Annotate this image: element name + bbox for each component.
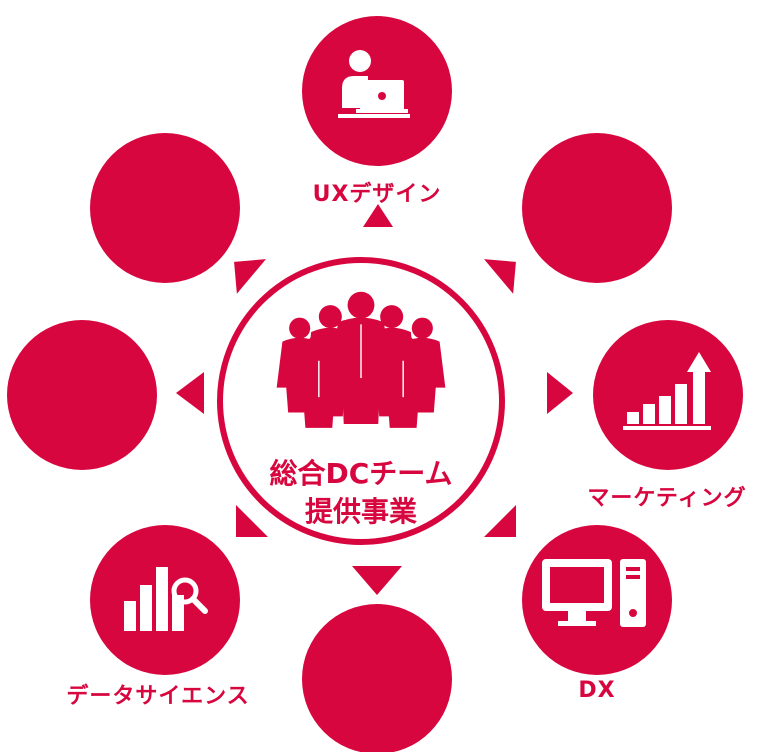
arrow-up-left [234, 259, 266, 294]
node-marketing [593, 320, 743, 470]
arrow-down [352, 566, 402, 595]
label-marketing: マーケティング [587, 486, 747, 511]
arrow-right [547, 372, 573, 414]
center-hub: 総合DCチーム 提供事業 [210, 250, 512, 552]
arrow-left [176, 372, 204, 414]
business-team-icon [276, 291, 446, 428]
node-blank-top-left [90, 133, 240, 283]
label-dx: DX [578, 678, 616, 703]
node-ux-design [302, 16, 452, 166]
node-dx [522, 525, 672, 675]
designer-laptop-icon [338, 50, 410, 118]
label-data-science: データサイエンス [66, 684, 250, 709]
node-blank-bottom [302, 604, 452, 752]
arrow-up [363, 204, 393, 227]
label-ux-design: UXデザイン [312, 182, 442, 207]
center-title-line2: 提供事業 [304, 495, 417, 528]
arrow-down-right [484, 505, 516, 537]
node-blank-top-right [522, 133, 672, 283]
node-blank-left [7, 320, 157, 470]
center-hub-inner: 総合DCチーム 提供事業 [223, 263, 499, 539]
node-data-science [90, 525, 240, 675]
data-analysis-icon [124, 567, 208, 631]
desktop-computer-icon [542, 559, 646, 627]
arrow-down-left [236, 505, 268, 537]
arrow-up-right [484, 259, 516, 294]
center-title-line1: 総合DCチーム [269, 457, 453, 490]
growth-bar-chart-icon [623, 352, 711, 430]
